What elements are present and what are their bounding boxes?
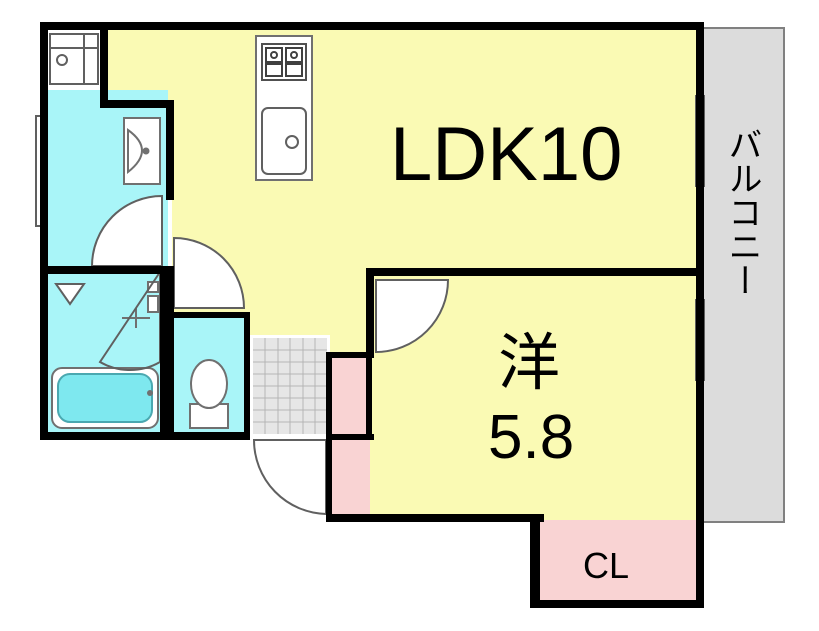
shoe-storage-lower — [330, 440, 370, 516]
balcony-label: バルコニー — [722, 127, 762, 297]
washing-machine-pan — [49, 33, 99, 85]
bathtub — [51, 367, 159, 429]
ldk-label: LDK10 — [390, 112, 622, 197]
shoe-storage-upper — [330, 358, 366, 438]
western-room-floor — [370, 276, 696, 520]
toilet-bowl — [189, 359, 229, 429]
gas-stove-icon — [265, 47, 303, 77]
western-room-size: 5.8 — [488, 403, 574, 472]
balcony-area — [699, 27, 785, 523]
laundry-space — [46, 30, 102, 88]
western-room-name: 洋 — [498, 329, 560, 398]
entrance-tile-grid — [253, 338, 327, 434]
closet-label: CL — [583, 545, 629, 586]
bathroom-vent-triangle — [54, 283, 86, 306]
ldk-floor — [104, 28, 700, 356]
walls — [40, 22, 704, 608]
washbasin — [123, 117, 161, 185]
kitchen-counter — [255, 35, 313, 181]
closet-floor — [540, 520, 696, 602]
door-swings — [90, 194, 450, 516]
shower-faucet — [122, 281, 159, 328]
